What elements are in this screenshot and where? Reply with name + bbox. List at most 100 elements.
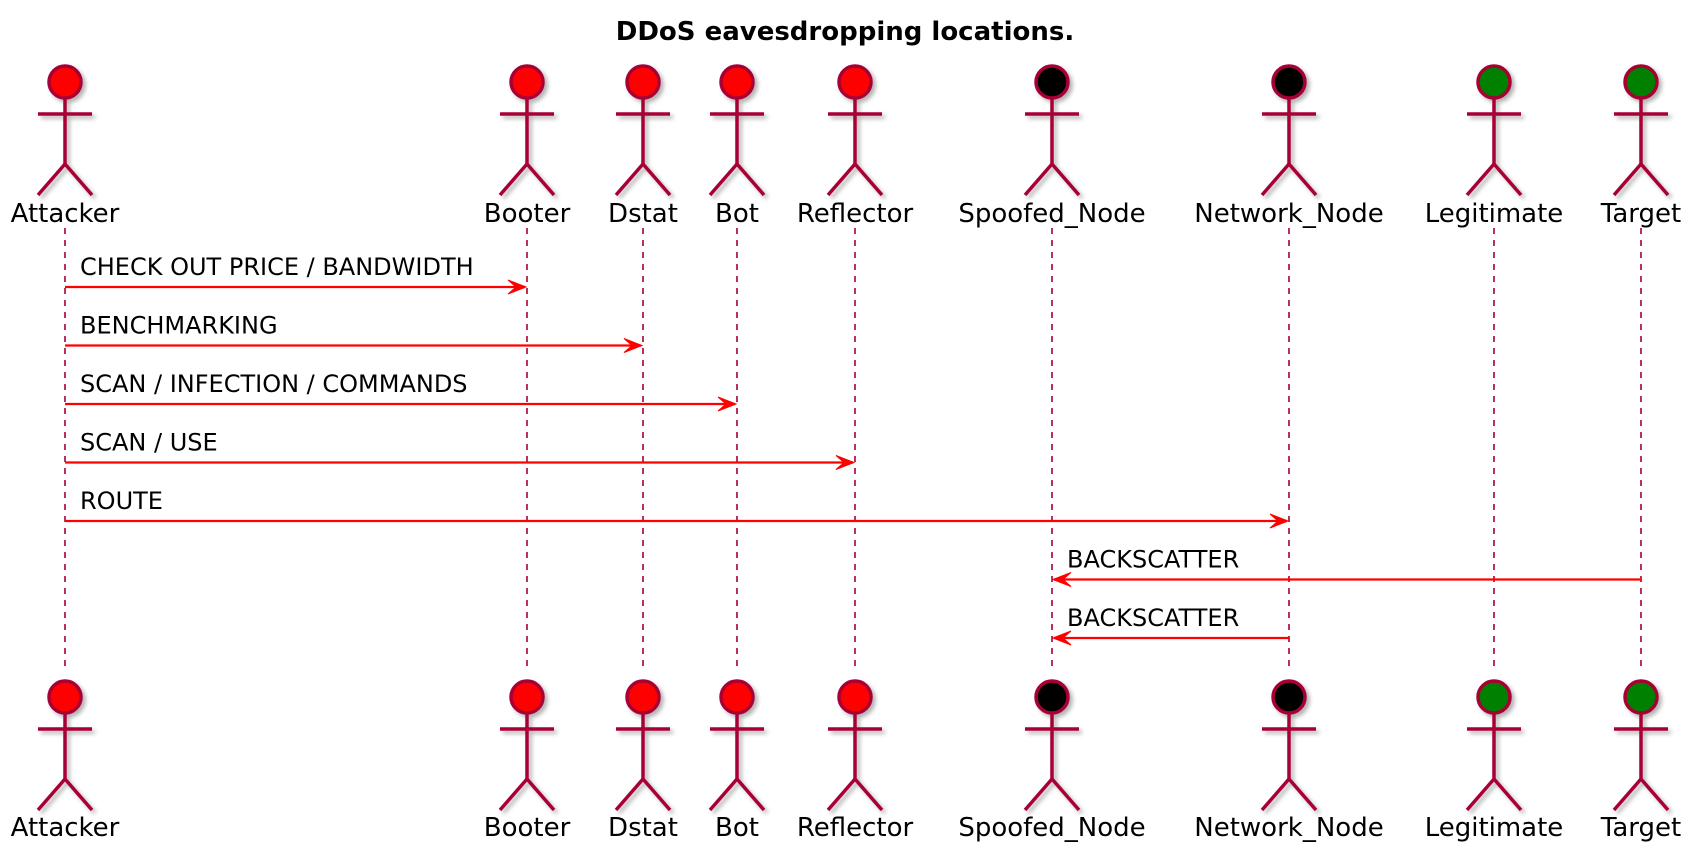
actor-label-dstat: Dstat xyxy=(608,199,678,229)
actor-right-leg xyxy=(1050,162,1081,197)
actor-spoofed_node-top: Spoofed_Node xyxy=(958,64,1146,229)
actor-head xyxy=(509,679,545,715)
actor-dstat-top: Dstat xyxy=(608,64,678,229)
actor-left-leg xyxy=(1260,162,1291,197)
message-label: SCAN / USE xyxy=(80,429,218,457)
actor-label-spoofed_node: Spoofed_Node xyxy=(958,813,1145,843)
actor-right-leg xyxy=(1050,777,1081,812)
arrowhead-icon xyxy=(1269,513,1290,529)
arrowhead-icon xyxy=(835,455,856,470)
actor-label-booter: Booter xyxy=(484,813,571,843)
actor-head xyxy=(1034,679,1070,715)
actor-right-leg xyxy=(63,162,94,197)
actor-head xyxy=(1271,64,1307,100)
stick-figure-icon xyxy=(826,679,884,812)
actor-right-leg xyxy=(1639,162,1670,197)
actor-label-reflector: Reflector xyxy=(797,199,914,229)
actor-left-leg xyxy=(614,162,645,197)
actor-head xyxy=(1623,64,1659,100)
actor-head xyxy=(1476,64,1512,100)
message-7: BACKSCATTER xyxy=(1051,604,1289,646)
actor-target-top: Target xyxy=(1600,64,1681,229)
actor-right-leg xyxy=(641,777,672,812)
stick-figure-icon xyxy=(1612,679,1670,812)
actor-left-leg xyxy=(826,162,857,197)
lifelines xyxy=(64,228,1642,670)
actor-booter-bottom: Booter xyxy=(484,679,571,843)
actor-label-attacker: Attacker xyxy=(11,199,120,229)
actor-left-leg xyxy=(1260,777,1291,812)
actor-head xyxy=(1623,679,1659,715)
actor-head xyxy=(47,679,83,715)
actor-right-leg xyxy=(1639,777,1670,812)
stick-figure-icon xyxy=(498,679,556,812)
messages: CHECK OUT PRICE / BANDWIDTH BENCHMARKING S… xyxy=(65,253,1641,646)
actor-left-leg xyxy=(614,777,645,812)
actor-label-bot: Bot xyxy=(715,813,759,843)
actor-reflector-top: Reflector xyxy=(797,64,914,229)
stick-figure-icon xyxy=(1465,64,1523,197)
stick-figure-icon xyxy=(614,64,672,197)
actor-reflector-bottom: Reflector xyxy=(797,679,914,843)
actor-head xyxy=(625,679,661,715)
actor-label-legitimate: Legitimate xyxy=(1425,813,1564,843)
actor-network_node-bottom: Network_Node xyxy=(1194,679,1384,843)
actor-head xyxy=(837,679,873,715)
actor-legitimate-bottom: Legitimate xyxy=(1425,679,1564,843)
actor-label-network_node: Network_Node xyxy=(1194,199,1383,229)
message-4: SCAN / USE xyxy=(65,429,856,470)
actor-head xyxy=(719,64,755,100)
stick-figure-icon xyxy=(1260,64,1318,197)
actor-left-leg xyxy=(498,777,529,812)
actor-head xyxy=(1034,64,1070,100)
stick-figure-icon xyxy=(1023,679,1081,812)
actor-booter-top: Booter xyxy=(484,64,571,229)
message-6: BACKSCATTER xyxy=(1051,546,1641,587)
actor-bot-top: Bot xyxy=(708,64,766,229)
message-label: BACKSCATTER xyxy=(1067,546,1239,574)
actor-label-network_node: Network_Node xyxy=(1194,813,1383,843)
actor-right-leg xyxy=(525,777,556,812)
message-5: ROUTE xyxy=(65,487,1290,529)
diagram-title: DDoS eavesdropping locations. xyxy=(616,17,1074,47)
message-3: SCAN / INFECTION / COMMANDS xyxy=(65,370,738,412)
actor-right-leg xyxy=(641,162,672,197)
stick-figure-icon xyxy=(1612,64,1670,197)
actor-spoofed_node-bottom: Spoofed_Node xyxy=(958,679,1146,843)
arrowhead-icon xyxy=(507,279,528,295)
actor-head xyxy=(47,64,83,100)
actor-right-leg xyxy=(1287,777,1318,812)
actor-left-leg xyxy=(36,162,67,197)
stick-figure-icon xyxy=(36,679,94,812)
arrowhead-icon xyxy=(1051,572,1072,587)
stick-figure-icon xyxy=(1023,64,1081,197)
actor-right-leg xyxy=(853,162,884,197)
message-2: BENCHMARKING xyxy=(65,312,644,353)
actor-right-leg xyxy=(1492,162,1523,197)
actor-left-leg xyxy=(36,777,67,812)
message-label: SCAN / INFECTION / COMMANDS xyxy=(80,370,468,398)
actor-label-attacker: Attacker xyxy=(11,813,120,843)
actor-attacker-bottom: Attacker xyxy=(11,679,120,843)
stick-figure-icon xyxy=(708,64,766,197)
actor-right-leg xyxy=(63,777,94,812)
actor-left-leg xyxy=(1465,162,1496,197)
actor-label-reflector: Reflector xyxy=(797,813,914,843)
message-label: CHECK OUT PRICE / BANDWIDTH xyxy=(80,253,474,281)
message-label: ROUTE xyxy=(80,487,163,515)
message-1: CHECK OUT PRICE / BANDWIDTH xyxy=(65,253,528,295)
actor-right-leg xyxy=(1492,777,1523,812)
actor-head xyxy=(1271,679,1307,715)
actor-label-dstat: Dstat xyxy=(608,813,678,843)
actor-head xyxy=(837,64,873,100)
actor-head xyxy=(509,64,545,100)
actor-right-leg xyxy=(853,777,884,812)
actor-label-spoofed_node: Spoofed_Node xyxy=(958,199,1145,229)
actor-network_node-top: Network_Node xyxy=(1194,64,1384,229)
actor-left-leg xyxy=(1023,162,1054,197)
actor-left-leg xyxy=(1612,777,1643,812)
stick-figure-icon xyxy=(36,64,94,197)
actor-dstat-bottom: Dstat xyxy=(608,679,678,843)
actor-left-leg xyxy=(708,777,739,812)
actor-target-bottom: Target xyxy=(1600,679,1681,843)
